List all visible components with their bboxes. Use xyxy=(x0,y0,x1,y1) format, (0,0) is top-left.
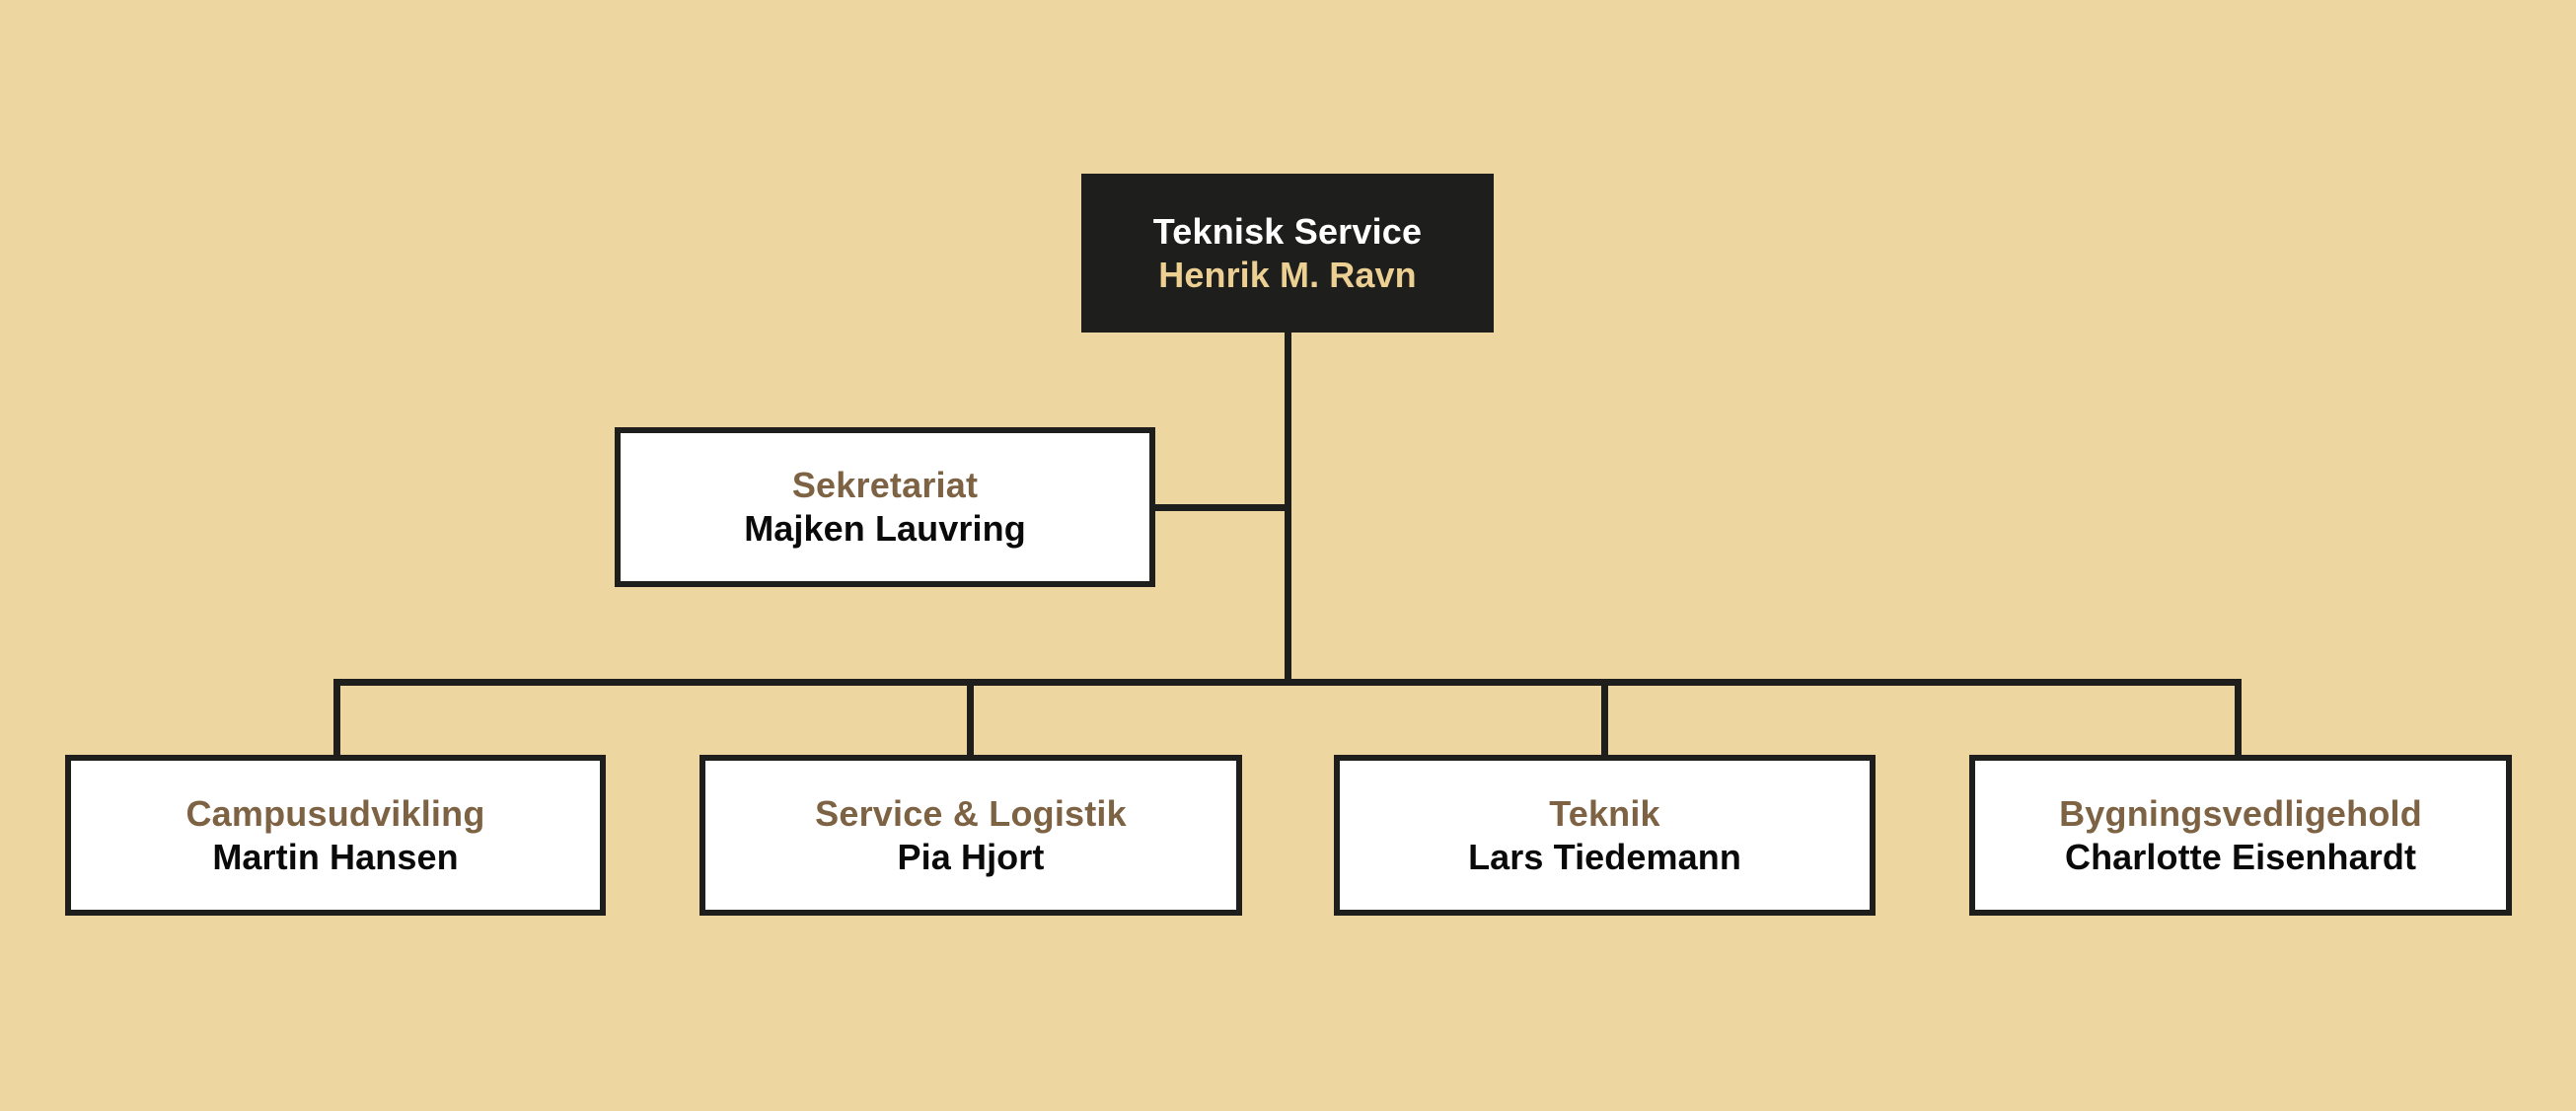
node-person: Martin Hansen xyxy=(212,836,459,877)
connector-horizontal-bus xyxy=(333,679,2242,686)
connector-secretariat-branch xyxy=(1155,504,1288,511)
node-campusudvikling[interactable]: Campusudvikling Martin Hansen xyxy=(65,755,606,916)
node-person: Charlotte Eisenhardt xyxy=(2064,836,2417,877)
node-teknisk-service[interactable]: Teknisk Service Henrik M. Ravn xyxy=(1081,174,1494,333)
connector-drop-campusudvikling xyxy=(333,679,340,758)
node-person: Lars Tiedemann xyxy=(1468,836,1741,877)
node-person: Majken Lauvring xyxy=(744,508,1026,549)
node-title: Bygningsvedligehold xyxy=(2059,792,2422,834)
node-service-logistik[interactable]: Service & Logistik Pia Hjort xyxy=(699,755,1242,916)
node-title: Service & Logistik xyxy=(815,792,1127,834)
node-sekretariat[interactable]: Sekretariat Majken Lauvring xyxy=(615,427,1155,587)
node-person: Pia Hjort xyxy=(897,836,1045,877)
node-bygningsvedligehold[interactable]: Bygningsvedligehold Charlotte Eisenhardt xyxy=(1969,755,2512,916)
node-title: Sekretariat xyxy=(791,465,979,506)
node-teknik[interactable]: Teknik Lars Tiedemann xyxy=(1334,755,1876,916)
connector-drop-service-logistik xyxy=(967,679,974,758)
node-title: Campusudvikling xyxy=(185,792,485,834)
connector-drop-bygningsvedligehold xyxy=(2235,679,2242,758)
node-title: Teknisk Service xyxy=(1152,210,1423,252)
node-person: Henrik M. Ravn xyxy=(1158,254,1417,295)
node-title: Teknik xyxy=(1549,792,1660,834)
connector-drop-teknik xyxy=(1601,679,1608,758)
connector-root-trunk xyxy=(1285,333,1291,684)
